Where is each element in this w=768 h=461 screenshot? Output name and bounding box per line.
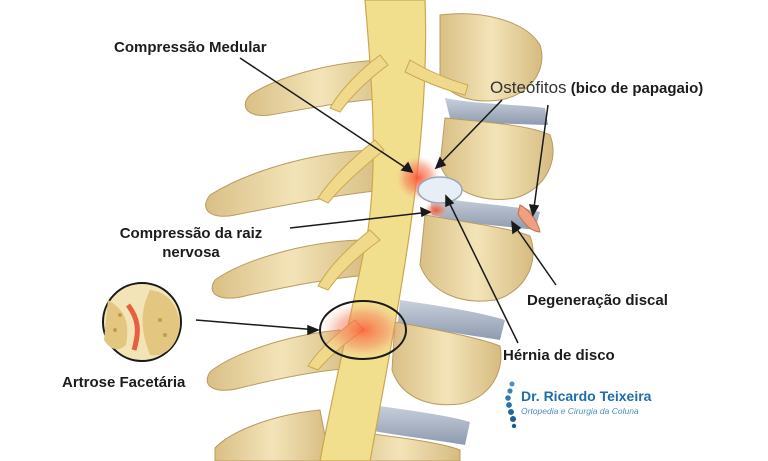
nerve-root-4 (317, 229, 381, 291)
label-osteophytes-word: Osteófitos (490, 78, 567, 97)
leader-root-compression (289, 211, 431, 229)
label-root-compression-line2: nervosa (162, 244, 220, 261)
vertebral-disc-4 (368, 405, 470, 445)
logo-subtitle: Ortopedia e Cirurgia da Coluna (521, 406, 639, 416)
leader-disc-degeneration (511, 221, 557, 286)
label-root-compression: Compressão da raiz nervosa (96, 224, 286, 262)
herniated-disc (417, 176, 463, 204)
root-compression-spot (424, 202, 448, 218)
vertebra-body-2 (439, 117, 554, 200)
process-4 (206, 329, 356, 391)
osteophyte-spur (517, 204, 541, 233)
leader-facet (195, 319, 319, 331)
leader-osteophytes (435, 99, 503, 169)
nerve-root-3 (317, 139, 385, 204)
leader-lines (195, 57, 557, 344)
label-spinal-compression: Compressão Medular (114, 39, 267, 56)
nerve-root-2 (404, 59, 469, 96)
facet-zoom-inset (102, 282, 182, 362)
label-root-compression-line1: Compressão da raiz (119, 225, 263, 242)
label-facet-arthrosis: Artrose Facetária (62, 374, 186, 391)
label-osteophytes-note: (bico de papagaio) (570, 80, 704, 97)
leader-disc-herniation (445, 195, 519, 344)
label-disc-degeneration: Degeneração discal (527, 292, 668, 309)
spine-logo-icon (505, 381, 517, 428)
vertebral-bodies (339, 13, 554, 461)
label-osteophytes: Osteófitos (bico de papagaio) (490, 78, 703, 98)
vertebra-body-1 (439, 13, 543, 102)
process-5 (214, 409, 331, 461)
vertebral-disc-1 (445, 98, 548, 125)
vertebral-disc-3 (398, 300, 505, 340)
logo-name: Dr. Ricardo Teixeira (521, 388, 652, 404)
vertebra-body-4 (391, 321, 502, 406)
spinous-processes (205, 59, 396, 461)
leader-spinal-compression (239, 57, 413, 173)
facet-joint-inflammation (321, 302, 405, 358)
label-disc-herniation: Hérnia de disco (503, 347, 615, 364)
leader-osteophytes-2 (532, 104, 549, 216)
nerve-root-1 (329, 54, 389, 113)
author-logo: Dr. Ricardo Teixeira Ortopedia e Cirurgi… (495, 380, 695, 430)
